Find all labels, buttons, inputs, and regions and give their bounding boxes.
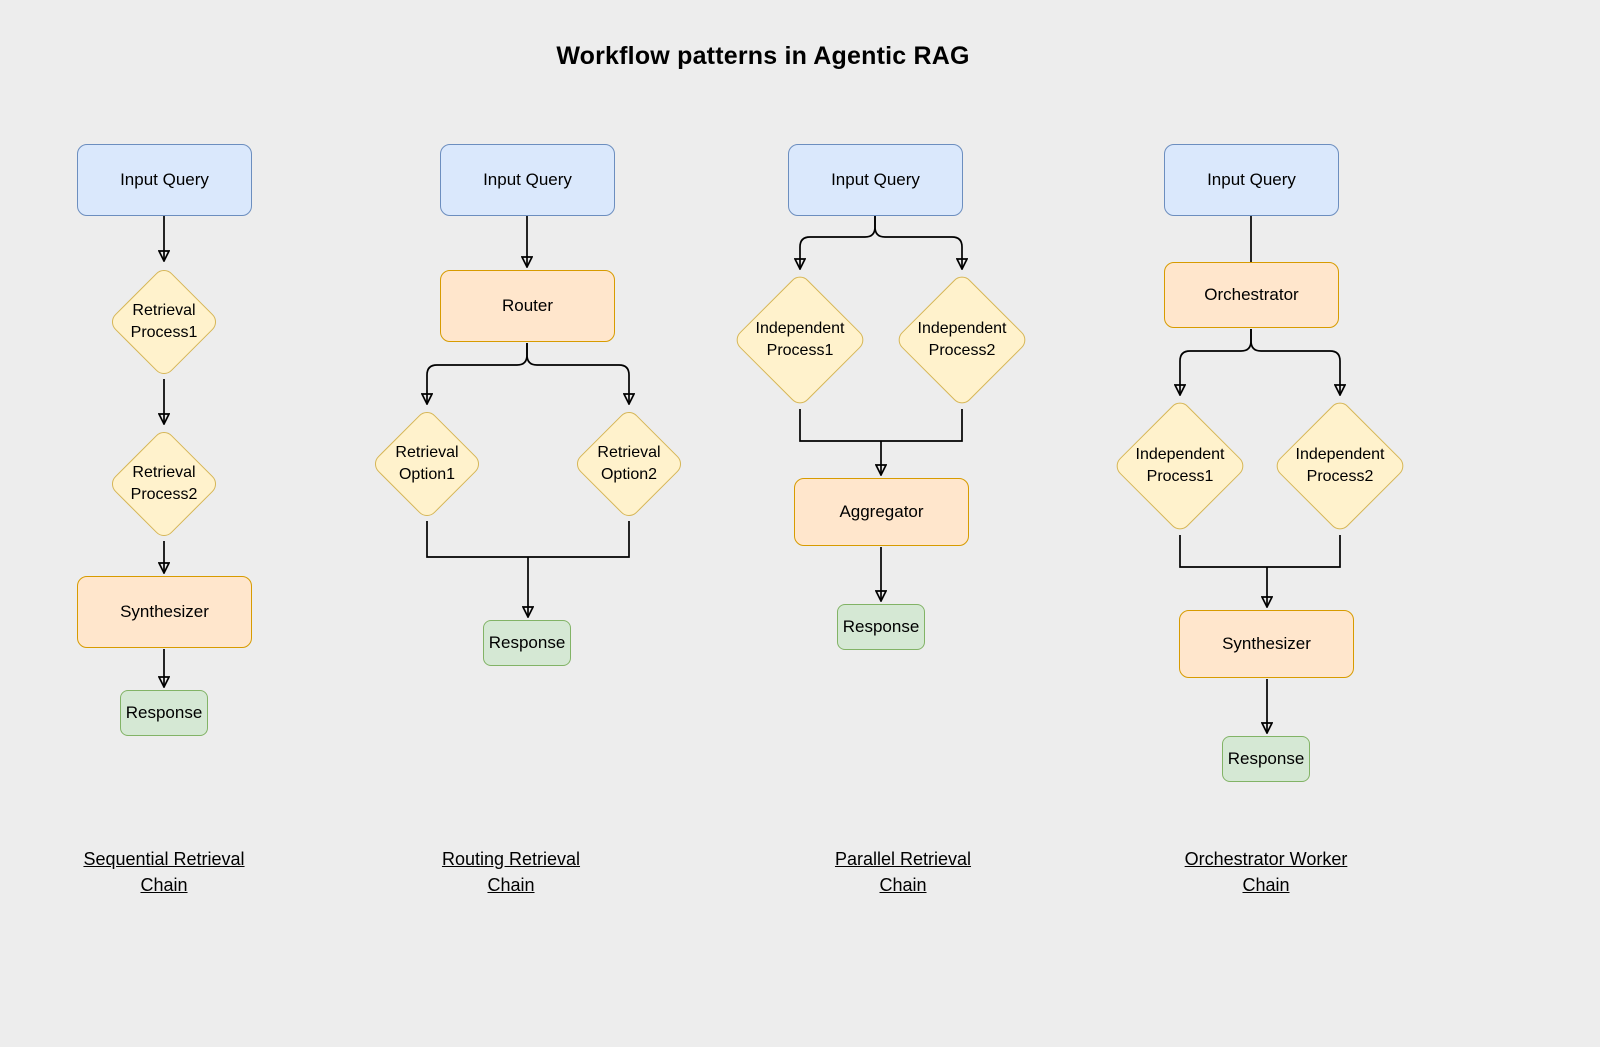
label-line: Process2 xyxy=(130,486,198,503)
rout-chain-caption: Routing Retrieval Chain xyxy=(361,846,661,898)
label-line: Retrieval xyxy=(597,444,661,461)
par-input-query-node: Input Query xyxy=(788,144,963,216)
label-line: Process1 xyxy=(766,342,834,359)
rout-branch-router-to-option1 xyxy=(427,343,528,403)
orch-branch-orchestrator-to-process1 xyxy=(1180,329,1252,394)
orch-input-query-node: Input Query xyxy=(1164,144,1339,216)
seq-chain-caption: Sequential Retrieval Chain xyxy=(14,846,314,898)
caption-line: Chain xyxy=(140,875,188,895)
label-line: Retrieval xyxy=(132,464,196,481)
label-line: Process1 xyxy=(1146,468,1214,485)
orch-merge-processes xyxy=(1179,535,1341,568)
caption-line: Chain xyxy=(1242,875,1290,895)
seq-input-query-node: Input Query xyxy=(77,144,252,216)
rout-response-node: Response xyxy=(483,620,571,666)
caption-line: Sequential Retrieval xyxy=(83,849,245,869)
label-line: Process2 xyxy=(1306,468,1374,485)
orch-orchestrator-node: Orchestrator xyxy=(1164,262,1339,328)
label-line: Independent xyxy=(1135,446,1225,463)
caption-line: Parallel Retrieval xyxy=(834,849,972,869)
rout-router-node: Router xyxy=(440,270,615,342)
caption-line: Chain xyxy=(487,875,535,895)
label-line: Retrieval xyxy=(395,444,459,461)
label-line: Independent xyxy=(1295,446,1385,463)
label-line: Retrieval xyxy=(132,302,196,319)
diagram-title: Workflow patterns in Agentic RAG xyxy=(556,42,970,70)
par-branch-input-to-process1 xyxy=(800,216,876,268)
par-branch-input-to-process2 xyxy=(874,216,962,268)
par-process1-diamond-label: Independent Process1 xyxy=(735,316,865,364)
rout-option2-diamond-label: Retrieval Option2 xyxy=(569,440,689,488)
orch-process1-diamond-label: Independent Process1 xyxy=(1115,442,1245,490)
caption-line: Chain xyxy=(879,875,927,895)
label-line: Option2 xyxy=(600,466,658,483)
seq-process2-diamond-label: Retrieval Process2 xyxy=(104,460,224,508)
par-aggregator-node: Aggregator xyxy=(794,478,969,546)
rout-merge-options xyxy=(426,521,630,558)
orch-chain-caption: Orchestrator Worker Chain xyxy=(1116,846,1416,898)
label-line: Process1 xyxy=(130,324,198,341)
caption-line: Routing Retrieval xyxy=(441,849,581,869)
caption-line: Orchestrator Worker xyxy=(1184,849,1348,869)
seq-synthesizer-node: Synthesizer xyxy=(77,576,252,648)
rout-input-query-node: Input Query xyxy=(440,144,615,216)
orch-synthesizer-node: Synthesizer xyxy=(1179,610,1354,678)
orch-branch-orchestrator-to-process2 xyxy=(1250,329,1340,394)
par-chain-caption: Parallel Retrieval Chain xyxy=(753,846,1053,898)
seq-process1-diamond-label: Retrieval Process1 xyxy=(104,298,224,346)
orch-response-node: Response xyxy=(1222,736,1310,782)
par-process2-diamond-label: Independent Process2 xyxy=(897,316,1027,364)
label-line: Independent xyxy=(755,320,845,337)
label-line: Process2 xyxy=(928,342,996,359)
seq-response-node: Response xyxy=(120,690,208,736)
orch-process2-diamond-label: Independent Process2 xyxy=(1275,442,1405,490)
par-merge-processes xyxy=(799,409,963,442)
label-line: Independent xyxy=(917,320,1007,337)
label-line: Option1 xyxy=(398,466,456,483)
par-response-node: Response xyxy=(837,604,925,650)
rout-option1-diamond-label: Retrieval Option1 xyxy=(367,440,487,488)
rout-branch-router-to-option2 xyxy=(526,343,629,403)
